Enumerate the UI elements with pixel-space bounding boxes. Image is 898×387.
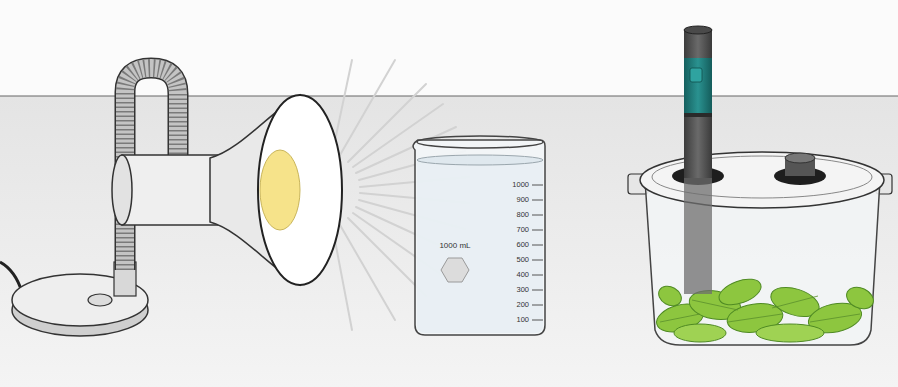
- scale-number: 600: [516, 241, 529, 249]
- scale-number: 900: [516, 196, 529, 204]
- scale-number: 700: [516, 226, 529, 234]
- leaf-chamber: [628, 152, 892, 345]
- scale-number: 400: [516, 271, 529, 279]
- scale-number: 500: [516, 256, 529, 264]
- volume-label: 1000 mL: [439, 242, 470, 250]
- scale-number: 1000: [512, 181, 529, 189]
- sensor-probe: [684, 26, 712, 294]
- scale-number: 300: [516, 286, 529, 294]
- scale-number: 200: [516, 301, 529, 309]
- scale-number: 800: [516, 211, 529, 219]
- beaker: [413, 136, 545, 335]
- scale-number: 100: [516, 316, 529, 324]
- desk-lamp: [0, 68, 342, 336]
